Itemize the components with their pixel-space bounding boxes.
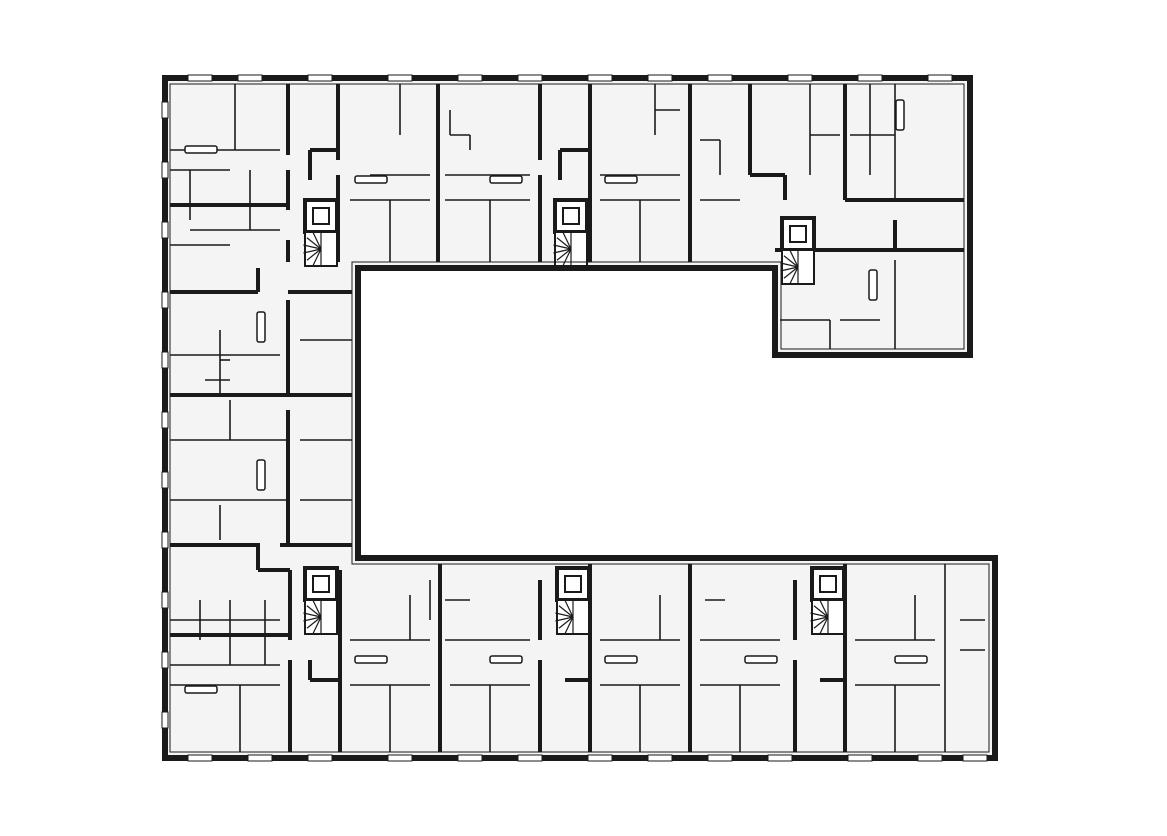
fixture [354,175,388,184]
window [187,754,213,762]
stair-tread [553,248,572,254]
elevator-core [562,207,580,225]
stair-tread [312,616,322,634]
stair-tread [564,616,574,634]
elevator-core [312,207,330,225]
window [237,74,263,82]
stair-tread [562,232,572,250]
elevator-core [312,575,330,593]
fixture [604,655,638,664]
window [647,754,673,762]
stair-tread [819,616,829,634]
stair-tread [564,600,574,618]
fixture [894,655,928,664]
stair-tread [306,248,322,261]
window [161,531,169,549]
window [457,754,483,762]
elevator-shaft [553,198,589,234]
window [917,754,943,762]
window [161,411,169,429]
window [707,74,733,82]
window [787,74,813,82]
stair-tread [789,266,799,284]
window [161,591,169,609]
window [161,471,169,489]
stair-tread [813,616,829,629]
window [587,74,613,82]
exterior-wall [161,74,998,762]
fixture [354,655,388,664]
window [767,754,793,762]
stair-tread [810,616,829,622]
fixture [184,685,218,694]
window [161,351,169,369]
window [161,291,169,309]
window [962,754,988,762]
window [517,754,543,762]
window [707,754,733,762]
window [161,221,169,239]
stair-tread [813,605,829,618]
window [307,74,333,82]
stair-tread [555,612,574,618]
window [161,651,169,669]
elevator-core [564,575,582,593]
window [387,74,413,82]
fixtures [184,99,928,694]
stair-tread [558,605,574,618]
stair-tread [303,248,322,254]
stair-tread [556,248,572,261]
fixture [256,311,266,343]
window [647,74,673,82]
window [387,754,413,762]
stair-tread [312,248,322,266]
stair-tread [303,244,322,250]
stair-tread [562,248,572,266]
elevator-core [789,225,807,243]
stair-tread [789,250,799,268]
window [161,711,169,729]
stair-tread [306,237,322,250]
stair-tread [312,232,322,250]
window [161,101,169,119]
window [161,161,169,179]
fixture [604,175,638,184]
stair-tread [556,237,572,250]
fixture [744,655,778,664]
fixture [489,175,523,184]
window [857,74,883,82]
stair-tread [780,262,799,268]
window [307,754,333,762]
fixture [184,145,218,154]
stair-tread [306,616,322,629]
stair-tread [558,616,574,629]
stair-tread [555,616,574,622]
fixture [256,459,266,491]
elevator-core [819,575,837,593]
stair-tread [553,244,572,250]
fixture [895,99,905,131]
stair-tread [783,266,799,279]
stair-tread [306,605,322,618]
exterior-wall-inner-line [169,83,990,753]
partition-walls [170,84,985,752]
stair-tread [783,255,799,268]
window [247,754,273,762]
fixture [489,655,523,664]
window [517,74,543,82]
staircases [303,198,846,635]
stair-tread [303,612,322,618]
stair-tread [303,616,322,622]
window [847,754,873,762]
window [587,754,613,762]
fixture [868,269,878,301]
stair-tread [312,600,322,618]
stair-tread [780,266,799,272]
window [457,74,483,82]
stair-tread [810,612,829,618]
window [927,74,953,82]
window [187,74,213,82]
stair-tread [819,600,829,618]
